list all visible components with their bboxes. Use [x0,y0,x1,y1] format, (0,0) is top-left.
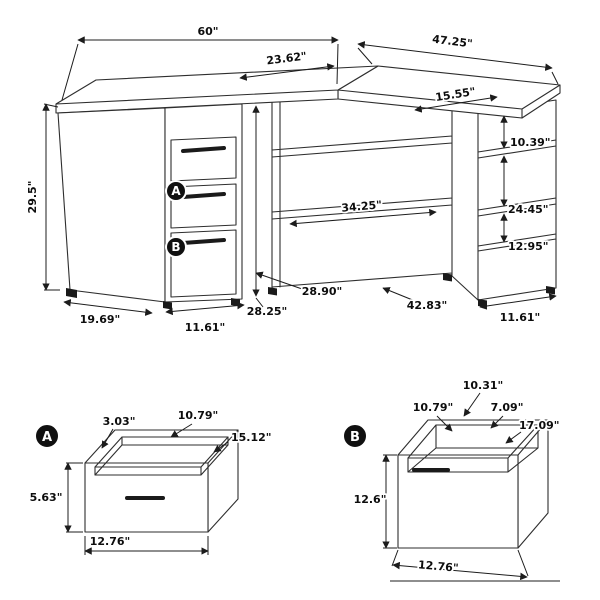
dim-a-side-depth: 15.12" [231,431,272,444]
dim-b-width-line [392,561,528,581]
dim-knee-height: 28.25" [247,305,288,318]
dim-a-front-thickness: 3.03" [103,415,136,428]
dim-shelf-width-line [289,208,437,228]
dim-main-depth-line [239,63,335,81]
drawer-a-detail: A 3.03" 10.79" 15.12" 5.63" 12.76" [28,407,273,555]
drawer-b-front-face [397,454,519,549]
drawer-a-extension-lines [66,462,209,555]
dim-a-back-width: 10.79" [178,409,219,422]
dim-return-width: 47.25" [432,33,474,51]
dim-left-base-depth: 19.69" [80,313,121,326]
dim-b-height: 12.6" [354,493,387,506]
dim-b-back-width: 10.31" [463,379,504,392]
left-end-panel [57,107,166,303]
drawer-b-detail-badge-circle [342,423,368,449]
dim-a-height: 5.63" [30,491,63,504]
dim-b-side-depth: 17.09" [519,419,560,432]
return-shelf-unit [271,85,479,301]
drawer-a-detail-badge-circle [34,423,60,449]
pedestal-drawer-fronts [170,136,237,298]
dim-right-base-width: 11.61" [500,311,541,324]
dim-return-width-line [357,41,553,71]
dim-floor-depth-left: 28.90" [302,285,343,298]
dim-b-top-gap: 7.09" [491,401,524,414]
dim-main-width: 60" [197,25,218,38]
right-bookcase-shelves [477,139,557,252]
drawer-b-badge: B [165,236,187,258]
dim-main-depth: 23.62" [266,50,308,68]
drawer-a-detail-badge: A [34,423,60,449]
drawer-a-interior [94,436,229,476]
drawer-b-badge-circle [165,236,187,258]
dim-height: 29.5" [26,181,39,214]
dim-shelf-width: 34.25" [341,198,383,214]
dim-pedestal-width: 11.61" [185,321,226,334]
drawer-b-interior [407,424,539,473]
drawer-b-top-edges [397,419,549,456]
leader-b-back-width [463,392,481,417]
dim-pedestal-width-line [165,301,245,316]
drawer-pedestal [164,103,243,303]
drawer-b-side-face [517,419,549,549]
dim-right-base-line [479,293,557,310]
dim-left-base-line [63,299,153,316]
drawer-b-detail: B 10.31" 10.79" 7.09" 17.09" 12.6" 12.76… [342,377,561,582]
leader-b-inner-width [436,415,453,432]
leader-a-back-width [170,423,193,438]
leader-floor-depth-right [382,287,421,304]
dim-cubby-middle: 24.45" [508,203,549,216]
leader-b-top-gap [490,415,504,429]
leader-a-side-depth [213,441,229,453]
drawer-b-detail-badge: B [342,423,368,449]
dim-a-front-width: 12.76" [90,535,131,548]
dim-cubby-top: 10.39" [510,136,551,149]
drawer-handles [181,146,226,245]
leader-floor-depth-left [255,271,306,291]
desk-overview-drawing: 60" 47.25" 23.62" 15.55" 29.5" 10.39" 24… [24,23,561,336]
drawer-b-detail-badge-letter: B [350,430,360,445]
drawer-a-top-edges [84,429,239,464]
drawer-a-detail-badge-letter: A [42,430,52,445]
dim-b-front-width: 12.76" [418,558,460,574]
drawer-a-badge-circle [165,180,187,202]
dim-floor-depth-right: 42.83" [407,299,448,312]
drawer-b-badge-letter: B [171,240,180,254]
drawer-b-extension-lines [383,454,560,582]
drawer-a-badge: A [165,180,187,202]
dim-b-inner-width: 10.79" [413,401,454,414]
dim-cubby-bottom: 12.95" [508,240,549,253]
dim-return-depth-line [414,94,498,113]
leader-b-side-depth [505,431,522,444]
drawer-a-badge-letter: A [171,184,181,198]
leader-a-front-thickness [101,428,114,449]
